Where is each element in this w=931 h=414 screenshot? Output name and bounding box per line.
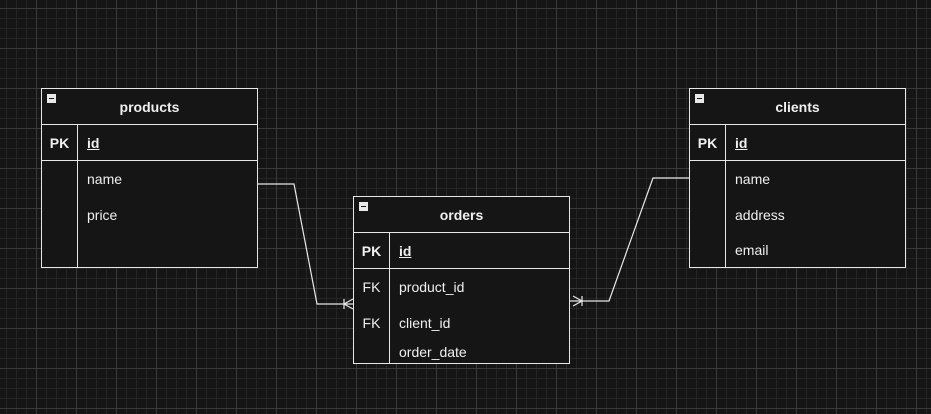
clients-orders-crowfoot bbox=[572, 295, 584, 307]
field-name: id bbox=[399, 242, 412, 259]
clients-table[interactable]: clients PK id name address email bbox=[689, 88, 906, 268]
products-orders-crowfoot bbox=[342, 298, 354, 310]
key-label bbox=[690, 197, 726, 233]
key-label bbox=[690, 161, 726, 197]
key-label bbox=[42, 197, 78, 233]
field-name: email bbox=[735, 242, 769, 258]
key-label: FK bbox=[354, 269, 390, 305]
primary-key-row[interactable]: PK id bbox=[354, 233, 569, 269]
field-name: price bbox=[87, 207, 118, 223]
key-label: FK bbox=[354, 305, 390, 341]
collapse-icon[interactable] bbox=[359, 202, 368, 211]
field-row[interactable]: email bbox=[690, 233, 905, 267]
key-label: PK bbox=[42, 125, 78, 160]
products-table[interactable]: products PK id name price bbox=[41, 88, 258, 268]
empty-row bbox=[42, 233, 257, 267]
field-name: name bbox=[735, 171, 771, 187]
field-row[interactable]: FK client_id bbox=[354, 305, 569, 341]
collapse-icon[interactable] bbox=[47, 94, 56, 103]
key-label bbox=[354, 341, 390, 363]
key-label: PK bbox=[354, 233, 390, 268]
key-label bbox=[42, 161, 78, 197]
field-name: name bbox=[87, 171, 123, 187]
table-title: products bbox=[119, 98, 180, 115]
clients-orders-connector[interactable] bbox=[570, 177, 690, 302]
orders-table[interactable]: orders PK id FK product_id FK client_id … bbox=[353, 196, 570, 364]
table-header[interactable]: clients bbox=[690, 89, 905, 125]
collapse-icon[interactable] bbox=[695, 94, 704, 103]
products-orders-connector[interactable] bbox=[258, 183, 353, 305]
primary-key-row[interactable]: PK id bbox=[690, 125, 905, 161]
field-row[interactable]: FK product_id bbox=[354, 269, 569, 305]
table-header[interactable]: products bbox=[42, 89, 257, 125]
field-name: id bbox=[735, 134, 748, 151]
field-row[interactable]: price bbox=[42, 197, 257, 233]
table-title: orders bbox=[439, 206, 484, 223]
table-title: clients bbox=[775, 98, 820, 115]
key-label bbox=[690, 233, 726, 267]
field-row[interactable]: name bbox=[690, 161, 905, 197]
field-name: order_date bbox=[399, 344, 467, 360]
field-row[interactable]: address bbox=[690, 197, 905, 233]
primary-key-row[interactable]: PK id bbox=[42, 125, 257, 161]
field-name: id bbox=[87, 134, 100, 151]
field-row[interactable]: order_date bbox=[354, 341, 569, 363]
key-label: PK bbox=[690, 125, 726, 160]
table-header[interactable]: orders bbox=[354, 197, 569, 233]
field-name: address bbox=[735, 207, 785, 223]
field-row[interactable]: name bbox=[42, 161, 257, 197]
field-name: client_id bbox=[399, 315, 451, 331]
field-name: product_id bbox=[399, 279, 465, 295]
